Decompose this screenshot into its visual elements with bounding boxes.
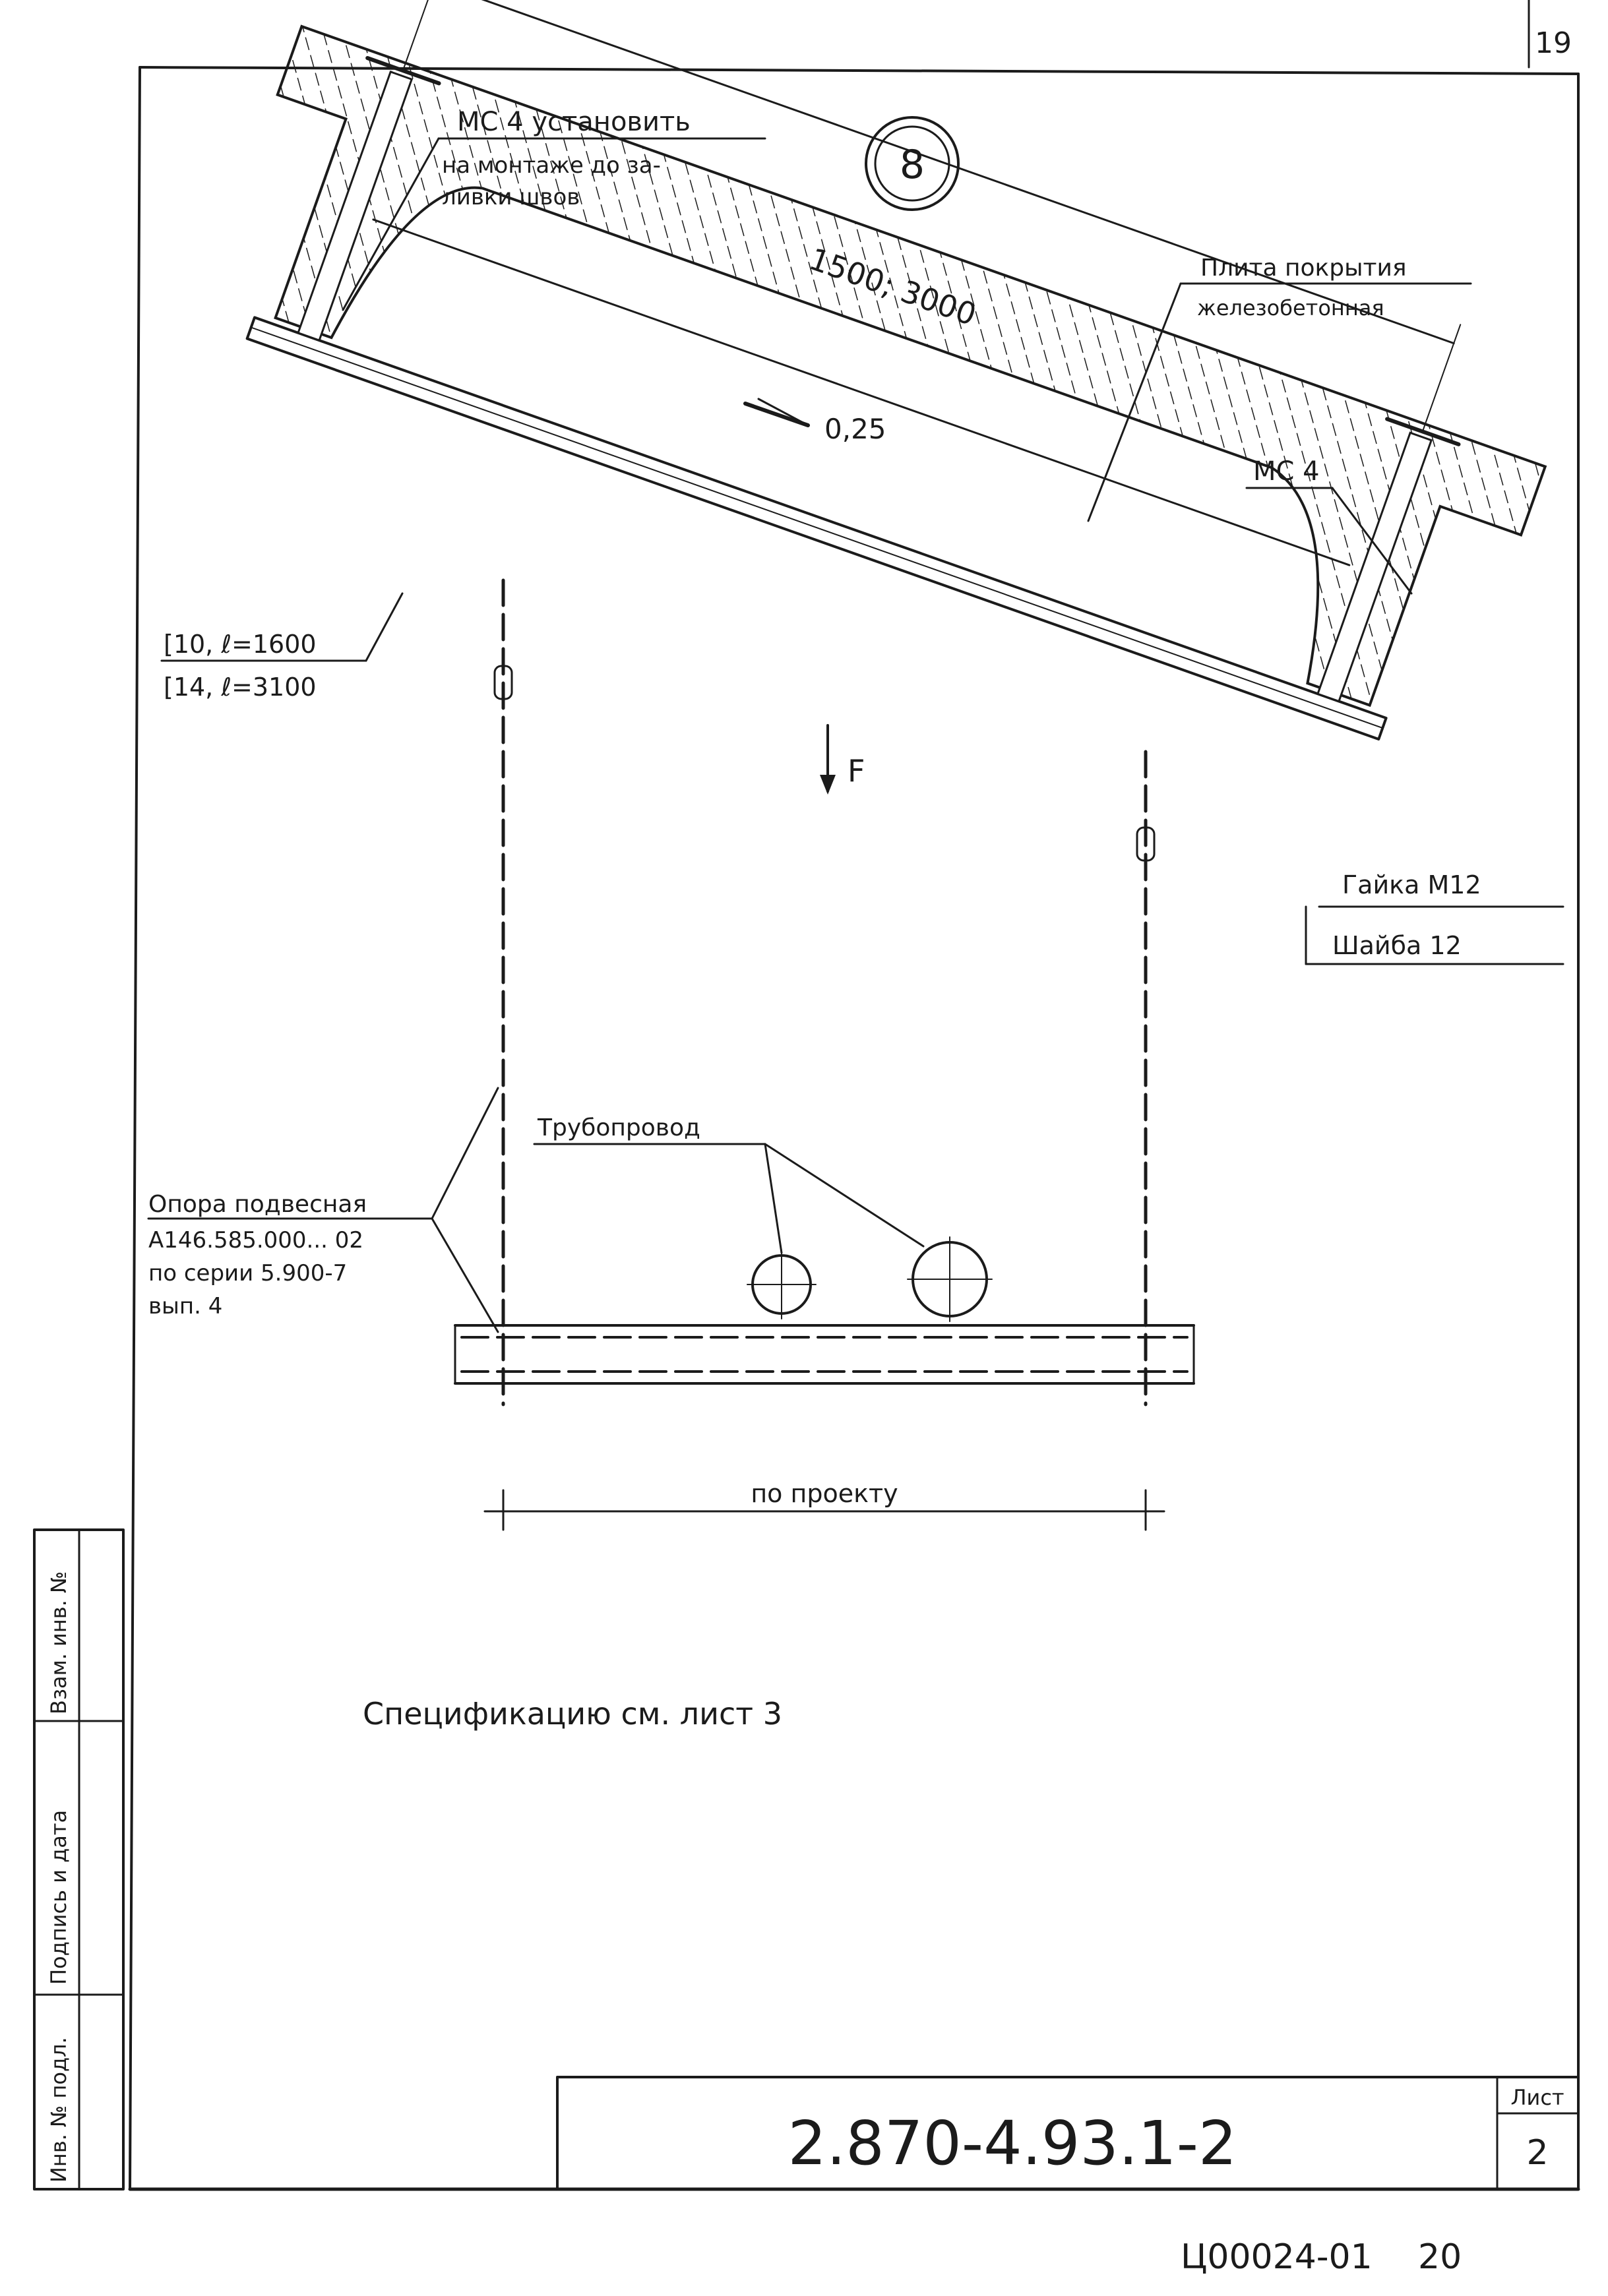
- side-stamp: [33, 1528, 125, 2190]
- force-arrow: [820, 724, 836, 795]
- mc4-top-label: МС 4 установить: [457, 107, 691, 137]
- washer-label: Шайба 12: [1332, 931, 1462, 960]
- pipe-small: [747, 1250, 817, 1319]
- force-label: F: [848, 753, 865, 789]
- support-label-3: по серии 5.900-7: [148, 1260, 347, 1286]
- stamp-replaced-inv: Взам. инв. №: [46, 1571, 71, 1714]
- slope-indicator: [743, 398, 810, 427]
- sheet-frame: [128, 0, 1580, 2191]
- mc4-top-note-2: ливки швов: [442, 184, 580, 210]
- spacing-dimension: [483, 1489, 1165, 1531]
- stamp-inv-orig: Инв. № подл.: [46, 2037, 71, 2183]
- sheet-label: Лист: [1510, 2085, 1564, 2110]
- spacing-label: по проекту: [751, 1479, 898, 1508]
- leader-lines: [147, 137, 1564, 1333]
- drawing-code: 2.870-4.93.1-2: [788, 2108, 1237, 2179]
- support-label-2: А146.585.000... 02: [148, 1227, 363, 1254]
- mc4-top-note-1: на монтаже до за-: [442, 152, 661, 179]
- nut-label: Гайка М12: [1342, 870, 1481, 899]
- hanger-rods: [493, 578, 1156, 1406]
- roof-slab-section: [245, 0, 1547, 741]
- mc4-right-label: МС 4: [1253, 456, 1320, 487]
- stamp-sign-date: Подпись и дата: [46, 1810, 71, 1985]
- archive-code: Ц00024-01: [1181, 2237, 1373, 2277]
- corner-page-number: 19: [1535, 26, 1572, 60]
- archive-page: 20: [1418, 2237, 1462, 2277]
- sheet-number: 2: [1526, 2133, 1548, 2173]
- pipe-support-assembly: [454, 1324, 1195, 1385]
- slope-value: 0,25: [824, 413, 886, 445]
- pipe-large: [907, 1236, 993, 1322]
- specification-note: Спецификацию см. лист 3: [363, 1696, 782, 1732]
- pipeline-label: Трубопровод: [537, 1114, 700, 1141]
- slab-label-2: железобетонная: [1197, 295, 1384, 320]
- channel-label-1: [10, ℓ=1600: [164, 630, 317, 659]
- title-block: [556, 2076, 1580, 2190]
- channel-label-2: [14, ℓ=3100: [164, 673, 317, 702]
- slab-label-1: Плита покрытия: [1200, 255, 1407, 282]
- support-label-1: Опора подвесная: [148, 1191, 367, 1218]
- detail-marker: 8: [865, 116, 960, 211]
- support-label-4: вып. 4: [148, 1293, 222, 1319]
